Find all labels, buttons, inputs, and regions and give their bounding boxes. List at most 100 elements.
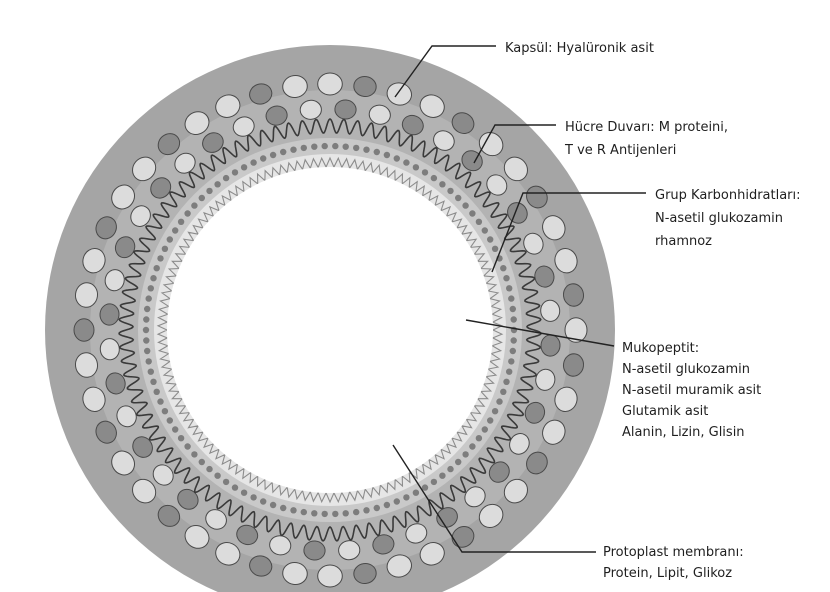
membrane-dot xyxy=(290,507,296,513)
membrane-dot xyxy=(232,484,238,490)
membrane-dot xyxy=(162,408,168,414)
label-line: Glutamik asit xyxy=(622,401,761,422)
membrane-dot xyxy=(260,155,266,161)
membrane-dot xyxy=(363,507,369,513)
membrane-dot xyxy=(455,195,461,201)
membrane-dot xyxy=(144,306,150,312)
label-line: Protoplast membranı: xyxy=(603,542,744,563)
membrane-dot xyxy=(500,389,506,395)
membrane-dot xyxy=(154,389,160,395)
membrane-dot xyxy=(447,188,453,194)
label-line: T ve R Antijenleri xyxy=(565,139,728,162)
membrane-dot xyxy=(353,145,359,151)
membrane-dot xyxy=(223,175,229,181)
membrane-dot xyxy=(144,348,150,354)
membrane-dot xyxy=(455,459,461,465)
label-line: N-asetil glukozamin xyxy=(622,359,761,380)
membrane-dot xyxy=(241,490,247,496)
membrane-dot xyxy=(431,479,437,485)
membrane-dot xyxy=(157,398,163,404)
membrane-dot xyxy=(191,202,197,208)
membrane-dot xyxy=(422,169,428,175)
membrane-dot xyxy=(487,417,493,423)
membrane-dot xyxy=(403,159,409,165)
membrane-dot xyxy=(301,145,307,151)
membrane-dot xyxy=(384,152,390,158)
membrane-dot xyxy=(311,510,317,516)
membrane-dot xyxy=(143,327,149,333)
membrane-dot xyxy=(422,484,428,490)
membrane-dot xyxy=(511,316,517,322)
membrane-dot xyxy=(506,285,512,291)
membrane-dot xyxy=(476,435,482,441)
membrane-dot xyxy=(394,498,400,504)
membrane-dot xyxy=(143,316,149,322)
membrane-dot xyxy=(332,143,338,149)
membrane-dot xyxy=(157,255,163,261)
membrane-dot xyxy=(394,155,400,161)
membrane-dot xyxy=(143,337,149,343)
membrane-dot xyxy=(322,511,328,517)
membrane-dot xyxy=(476,219,482,225)
membrane-dot xyxy=(487,236,493,242)
membrane-dot xyxy=(431,175,437,181)
membrane-dot xyxy=(482,227,488,233)
label-line: N-asetil muramik asit xyxy=(622,380,761,401)
label-group-carbohydrates: Grup Karbonhidratları: N-asetil glukozam… xyxy=(655,184,801,253)
membrane-dot xyxy=(374,505,380,511)
membrane-dot xyxy=(403,494,409,500)
membrane-dot xyxy=(150,379,156,385)
membrane-dot xyxy=(332,511,338,517)
membrane-dot xyxy=(290,147,296,153)
membrane-dot xyxy=(469,210,475,216)
membrane-dot xyxy=(482,426,488,432)
membrane-dot xyxy=(510,306,516,312)
label-line: rhamnoz xyxy=(655,230,801,253)
protein-blob xyxy=(318,565,343,587)
membrane-dot xyxy=(178,219,184,225)
cytoplasm-interior xyxy=(167,167,493,493)
label-capsule: Kapsül: Hyalüronik asit xyxy=(505,38,654,59)
membrane-dot xyxy=(469,443,475,449)
membrane-dot xyxy=(439,473,445,479)
membrane-dot xyxy=(184,210,190,216)
membrane-dot xyxy=(280,505,286,511)
membrane-dot xyxy=(270,502,276,508)
membrane-dot xyxy=(232,169,238,175)
membrane-dot xyxy=(503,275,509,281)
membrane-dot xyxy=(500,265,506,271)
membrane-dot xyxy=(191,451,197,457)
membrane-dot xyxy=(353,509,359,515)
membrane-dot xyxy=(384,502,390,508)
membrane-dot xyxy=(343,510,349,516)
membrane-dot xyxy=(280,149,286,155)
membrane-dot xyxy=(250,494,256,500)
label-line: N-asetil glukozamin xyxy=(655,207,801,230)
membrane-dot xyxy=(413,490,419,496)
membrane-dot xyxy=(413,164,419,170)
membrane-dot xyxy=(206,188,212,194)
membrane-dot xyxy=(508,295,514,301)
label-line: Alanin, Lizin, Glisin xyxy=(622,422,761,443)
membrane-dot xyxy=(162,246,168,252)
membrane-dot xyxy=(363,147,369,153)
membrane-dot xyxy=(322,143,328,149)
membrane-dot xyxy=(510,348,516,354)
membrane-dot xyxy=(508,358,514,364)
protein-blob xyxy=(318,73,343,95)
cell-cross-section xyxy=(45,45,615,592)
membrane-dot xyxy=(150,275,156,281)
membrane-dot xyxy=(172,426,178,432)
membrane-dot xyxy=(492,246,498,252)
membrane-dot xyxy=(146,295,152,301)
membrane-dot xyxy=(511,337,517,343)
membrane-dot xyxy=(447,466,453,472)
label-line: Kapsül: Hyalüronik asit xyxy=(505,38,654,59)
membrane-dot xyxy=(223,479,229,485)
membrane-dot xyxy=(167,417,173,423)
membrane-dot xyxy=(167,236,173,242)
label-cell-wall: Hücre Duvarı: M proteini, T ve R Antijen… xyxy=(565,116,728,162)
membrane-dot xyxy=(250,159,256,165)
membrane-dot xyxy=(270,152,276,158)
